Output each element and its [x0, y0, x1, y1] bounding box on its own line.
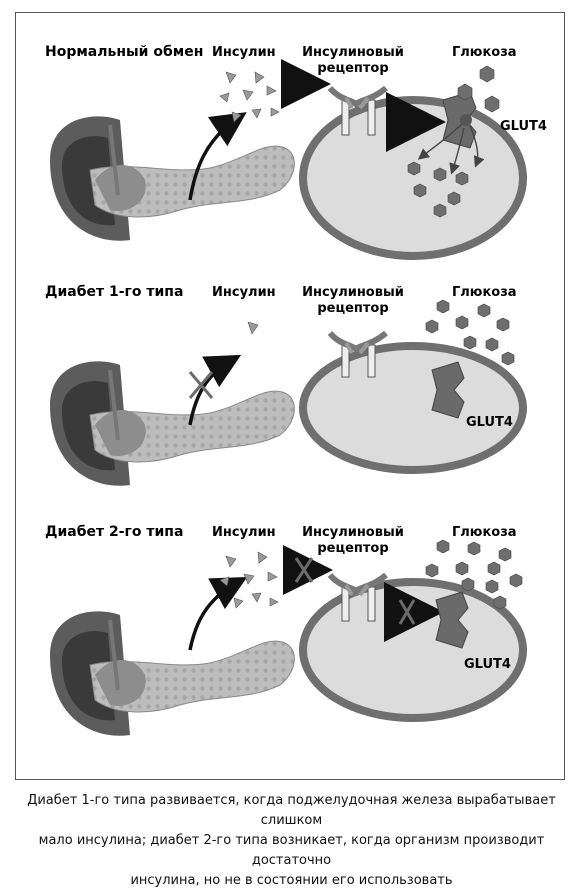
glut4-transporter — [435, 591, 469, 649]
receptor-label: Инсулиновый — [302, 525, 404, 540]
receptor-label-2: рецептор — [317, 541, 388, 556]
insulin-receptor — [327, 572, 388, 622]
glucose-molecules — [425, 539, 523, 610]
cell — [299, 342, 527, 474]
caption-line: инсулина, но не в состоянии его использо… — [130, 873, 453, 888]
caption-line: мало инсулина; диабет 2-го типа возникае… — [38, 833, 545, 868]
glut4-label: GLUT4 — [464, 657, 511, 672]
blocked-x-icon — [398, 599, 416, 625]
receptor-label: Инсулиновый — [302, 45, 404, 60]
secretion-arrow — [188, 576, 248, 651]
blocked-x-icon — [294, 557, 314, 583]
glucose-molecules — [407, 65, 500, 218]
insulin-label: Инсулин — [212, 45, 276, 60]
insulin-receptor — [327, 330, 388, 378]
glucose-label: Глюкоза — [452, 285, 517, 300]
glut4-transporter — [442, 91, 477, 149]
glucose-molecules — [425, 299, 515, 366]
blocked-x-icon — [188, 371, 214, 399]
figure-caption: Диабет 1-го типа развивается, когда подж… — [0, 791, 583, 891]
insulin-molecules — [219, 551, 279, 609]
panel-type2: Диабет 2-го типа Инсулин Инсулиновый рец… — [45, 524, 527, 736]
receptor-label-2: рецептор — [317, 301, 388, 316]
panel-title: Нормальный обмен — [45, 44, 203, 60]
figure-frame — [15, 12, 565, 780]
panel-normal: Нормальный обмен Инсулин Инсулиновый рец… — [45, 44, 547, 260]
secretion-arrow — [188, 112, 247, 201]
glut4-transporter — [431, 361, 465, 419]
diagram: Нормальный обмен Инсулин Инсулиновый рец… — [45, 44, 547, 736]
insulin-label: Инсулин — [212, 525, 276, 540]
glucose-label: Глюкоза — [452, 525, 517, 540]
insulin-receptor — [327, 85, 388, 136]
panel-title: Диабет 2-го типа — [45, 524, 183, 540]
receptor-label: Инсулиновый — [302, 285, 404, 300]
caption-line: Диабет 1-го типа развивается, когда подж… — [27, 793, 556, 828]
insulin-molecules — [247, 321, 259, 335]
panel-title: Диабет 1-го типа — [45, 284, 183, 300]
glucose-label: Глюкоза — [452, 45, 517, 60]
receptor-label-2: рецептор — [317, 61, 388, 76]
glucose-entry-arrows — [417, 123, 485, 175]
insulin-label: Инсулин — [212, 285, 276, 300]
glut4-label: GLUT4 — [466, 415, 513, 430]
pancreas-illustration — [50, 116, 295, 241]
insulin-molecules — [219, 71, 280, 123]
pancreas-illustration — [50, 611, 295, 736]
pancreas-illustration — [50, 361, 295, 486]
glut4-label: GLUT4 — [500, 119, 547, 134]
panel-type1: Диабет 1-го типа Инсулин Инсулиновый рец… — [45, 284, 527, 486]
